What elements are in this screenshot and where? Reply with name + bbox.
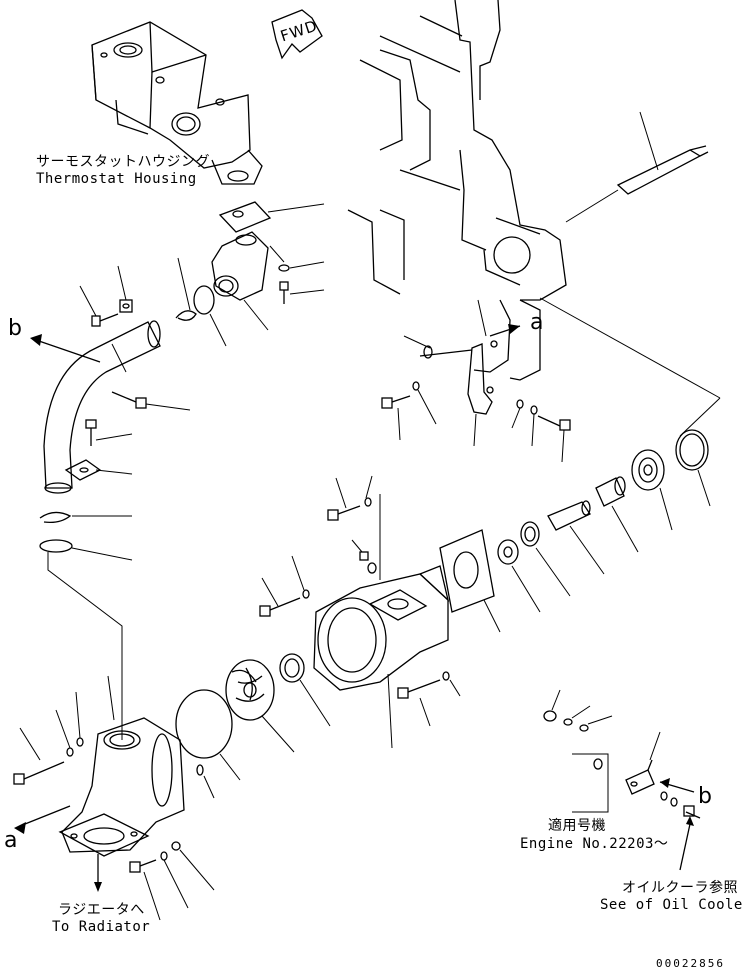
pump-mount-bolt — [259, 555, 310, 617]
water-seal — [279, 653, 331, 727]
pipe-bracket-lower — [64, 459, 133, 481]
drain-rod — [565, 111, 709, 223]
marker-b-left: b — [8, 316, 22, 341]
to-radiator-label-en: To Radiator — [52, 919, 151, 935]
thermostat-housing-label-en: Thermostat Housing — [36, 171, 197, 187]
bearing-spacer — [595, 476, 639, 553]
applicable-serial-label-jp: 適用号機 — [548, 818, 606, 834]
pump-bearing — [631, 449, 673, 531]
marker-a-upper: a — [530, 310, 544, 335]
oil-cooler-ref-arrow — [679, 816, 694, 871]
oil-cooler-ref-label-jp: オイルクーラ参照 — [622, 880, 738, 896]
thermostat-housing-label-jp: サーモスタットハウジング — [36, 154, 210, 170]
thermostat-gasket — [218, 201, 325, 233]
oil-cooler-nut-washer — [543, 689, 613, 732]
elbow-bolt-long — [13, 727, 65, 785]
pump-pulley-hub — [497, 539, 541, 613]
pump-shaft — [547, 500, 605, 575]
document-number: 00022856 — [656, 957, 725, 970]
oil-cooler-bracket — [625, 731, 661, 795]
bracket-bolt-right — [511, 399, 571, 463]
oil-cooler-ref-label-en: See of Oil Cooler — [600, 897, 745, 913]
marker-a-left: a — [4, 828, 18, 853]
o-ring-lower — [39, 539, 133, 740]
elbow-washer-bolt — [269, 245, 325, 304]
arrow-b-left — [30, 334, 101, 363]
pipe-bolt-middle — [111, 391, 191, 411]
water-pump-body — [313, 562, 450, 749]
fwd-arrow — [271, 9, 323, 60]
to-radiator-arrow — [94, 854, 102, 892]
elbow-o-ring-small — [196, 764, 215, 799]
arrow-a-upper — [477, 299, 521, 337]
mounting-bracket — [403, 335, 498, 447]
bracket-bolt-left — [381, 381, 437, 441]
pump-small-plug — [351, 539, 369, 561]
pipe-bolt-lower — [85, 419, 133, 446]
pump-inlet-elbow — [58, 675, 185, 857]
engine-number-label: Engine No.22203～ — [520, 836, 669, 852]
o-ring-small — [193, 285, 227, 347]
to-radiator-label-jp: ラジエータへ — [58, 902, 145, 918]
pipe-bolt-top — [79, 285, 119, 327]
pump-lower-bolt — [397, 671, 461, 727]
water-pipe — [43, 320, 161, 494]
pump-gasket-rear — [439, 529, 501, 633]
oil-cooler-lower-hardware — [593, 758, 701, 819]
snap-ring — [539, 297, 721, 507]
pump-stud-bolt — [327, 475, 381, 580]
thermostat-elbow — [211, 231, 269, 331]
cylinder-block — [347, 0, 567, 381]
hose-clip-lower — [39, 511, 132, 524]
marker-b-lower: b — [698, 784, 712, 809]
pipe-bracket-top — [117, 265, 133, 313]
elbow-gasket — [175, 689, 241, 781]
arrow-b-lower — [659, 778, 695, 793]
hose-clip — [175, 257, 197, 321]
elbow-washers — [55, 691, 84, 757]
applicability-bracket-mark — [572, 753, 609, 813]
elbow-bolt-lower — [129, 841, 215, 921]
impeller — [225, 659, 295, 753]
thermostat-housing — [91, 21, 263, 185]
seal-ring — [520, 521, 571, 597]
arrow-a-left — [14, 805, 71, 834]
